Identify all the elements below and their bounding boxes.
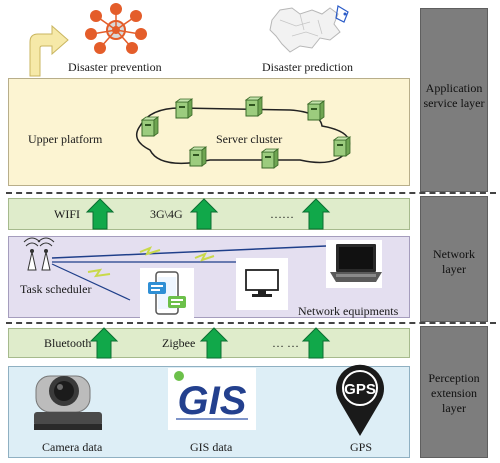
server-icon [244, 96, 264, 117]
server-icon [306, 100, 326, 121]
application-layer-label: Application service layer [423, 81, 485, 110]
disaster-prevention-label: Disaster prevention [68, 60, 162, 74]
server-cluster-label: Server cluster [216, 132, 283, 146]
server-icon [188, 146, 208, 167]
server-cluster-icons [140, 96, 352, 169]
server-icon [332, 136, 352, 157]
perception-arrows [89, 327, 331, 359]
upper-platform-panel [8, 78, 410, 186]
separator-dashed-line [6, 192, 496, 194]
smartphone-chat-icon [140, 268, 194, 318]
curved-arrow-icon [29, 24, 69, 77]
perception-layer-label: Perception extension layer [428, 371, 480, 415]
antenna-icon [23, 237, 55, 271]
bluetooth-label: Bluetooth [44, 336, 92, 350]
up-arrow-icon [301, 198, 331, 230]
perception-ellipsis-label: … … [272, 336, 299, 350]
up-arrow-icon [85, 198, 115, 230]
up-arrow-icon [199, 327, 229, 359]
disaster-prediction-label: Disaster prediction [262, 60, 353, 74]
svg-text:GIS: GIS [178, 379, 247, 423]
up-arrow-icon [189, 198, 219, 230]
server-icon [140, 116, 160, 137]
cellular-label: 3G\4G [150, 207, 183, 221]
disaster-prevention-icon [85, 3, 147, 54]
zigbee-label: Zigbee [162, 336, 196, 350]
up-arrow-icon [89, 327, 119, 359]
network-arrows [85, 198, 331, 230]
server-icon [174, 98, 194, 119]
wifi-label: WIFI [54, 207, 80, 221]
gps-pin-icon: GPS [336, 364, 384, 436]
gis-data-label: GIS data [190, 440, 233, 454]
network-layer-label: Network layer [433, 247, 475, 276]
task-scheduler-label: Task scheduler [20, 282, 92, 296]
svg-text:GPS: GPS [344, 381, 376, 398]
upper-platform-label: Upper platform [28, 132, 103, 146]
perception-layer-column: Perception extension layer [420, 326, 488, 458]
network-links [51, 245, 327, 301]
network-ellipsis-label: …… [270, 207, 294, 221]
gis-logo-icon: GIS [168, 368, 256, 430]
up-arrow-icon [301, 327, 331, 359]
camera-data-label: Camera data [42, 440, 103, 454]
network-layer-column: Network layer [420, 196, 488, 322]
laptop-icon [326, 240, 382, 288]
desktop-computer-icon [236, 258, 288, 310]
camera-icon [34, 375, 102, 430]
disaster-prediction-map-icon [269, 5, 349, 53]
application-layer-column: Application service layer [420, 8, 488, 192]
network-equipments-label: Network equipments [298, 304, 399, 318]
separator-dashed-line [6, 322, 496, 324]
gps-label: GPS [350, 440, 373, 454]
server-icon [260, 148, 280, 169]
